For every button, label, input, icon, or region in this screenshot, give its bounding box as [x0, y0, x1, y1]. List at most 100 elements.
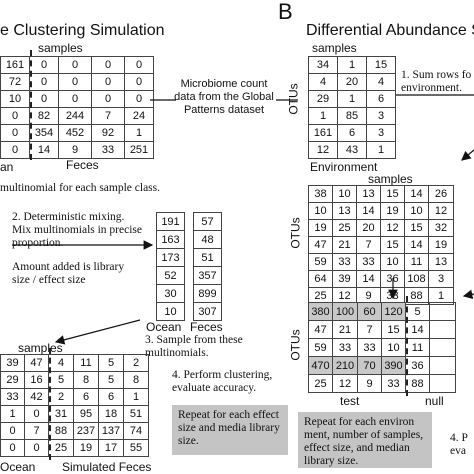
table-cell: 4	[367, 74, 396, 91]
table-cell: 251	[125, 142, 154, 159]
panel-a-samples-label: samples	[38, 41, 83, 55]
table-cell: 0	[1, 423, 25, 440]
sim-divider	[49, 348, 51, 460]
table-cell: 5	[49, 372, 74, 389]
table-cell: 14	[357, 271, 381, 288]
table-cell: 29	[1, 372, 25, 389]
table-cell: 59	[309, 339, 333, 357]
table-cell: 1	[338, 91, 367, 108]
table-cell: 24	[125, 108, 154, 125]
table-cell: 19	[309, 220, 333, 237]
table-cell: 0	[25, 440, 49, 457]
table-cell: 0	[92, 74, 125, 91]
table-cell: 55	[124, 440, 149, 457]
feces-label: Feces	[66, 158, 99, 172]
table-cell: 14	[406, 321, 430, 339]
table-cell: 0	[92, 91, 125, 108]
table-cell: 12	[381, 220, 405, 237]
table-cell	[430, 375, 456, 393]
table-cell: 59	[309, 254, 333, 271]
table-cell: 19	[429, 237, 454, 254]
table-cell: 14	[405, 237, 429, 254]
column-cell: 10	[157, 303, 185, 321]
null-label: null	[425, 394, 444, 408]
table-cell: 0	[125, 74, 154, 91]
table-cell: 39	[333, 271, 357, 288]
table-cell: 470	[309, 357, 333, 375]
table-cell: 92	[92, 125, 125, 142]
table-cell: 25	[333, 220, 357, 237]
column-cell: 899	[194, 285, 222, 303]
table-cell: 12	[333, 375, 358, 393]
test-null-divider	[406, 296, 408, 396]
arrow-right-in-top	[461, 149, 474, 161]
table-cell: 10	[382, 339, 406, 357]
table-cell: 2	[49, 389, 74, 406]
table-cell: 42	[25, 389, 49, 406]
panel-a-repeat-box: Repeat for each effect size and media li…	[172, 405, 288, 455]
table-cell: 3	[367, 125, 396, 142]
table-cell: 237	[74, 423, 99, 440]
table-cell: 0	[1, 125, 30, 142]
table-cell: 108	[405, 271, 429, 288]
panel-a-title: e Clustering Simulation	[0, 22, 165, 39]
amount-note: Amount added is library size / effect si…	[12, 261, 125, 286]
table-cell: 15	[381, 237, 405, 254]
table-cell: 8	[124, 372, 149, 389]
table-cell: 6	[367, 91, 396, 108]
table-cell: 0	[1, 142, 30, 159]
table-cell: 380	[309, 303, 333, 321]
column-cell: 173	[157, 249, 185, 267]
table-cell: 7	[358, 321, 382, 339]
column-cell: 51	[194, 249, 222, 267]
table-cell: 0	[30, 74, 59, 91]
table-cell: 12	[429, 203, 454, 220]
table-cell: 0	[1, 108, 30, 125]
table-cell: 2	[124, 355, 149, 372]
column-cell: 163	[157, 231, 185, 249]
table-cell: 1	[309, 108, 338, 125]
table-cell: 1	[367, 142, 396, 159]
table-cell: 210	[333, 357, 358, 375]
table-cell: 60	[358, 303, 382, 321]
table-cell: 15	[382, 321, 406, 339]
table-cell: 0	[25, 406, 49, 423]
table-cell: 34	[309, 57, 338, 74]
table-cell: 1	[338, 57, 367, 74]
table-cell: 6	[99, 389, 124, 406]
table-cell: 17	[99, 440, 124, 457]
table-cell: 137	[99, 423, 124, 440]
table-cell: 244	[59, 108, 92, 125]
panel-b-samples-2-label: samples	[368, 172, 413, 186]
table-cell: 13	[429, 254, 454, 271]
table-cell: 5	[99, 372, 124, 389]
table-cell: 0	[59, 91, 92, 108]
table-cell	[430, 303, 456, 321]
table-cell: 39	[1, 355, 25, 372]
table-cell: 3	[429, 271, 454, 288]
table-cell: 7	[92, 108, 125, 125]
table-cell: 14	[30, 142, 59, 159]
table-cell: 0	[92, 57, 125, 74]
ocean-label-cut: an	[0, 160, 14, 174]
arrow-right-in-bottom	[462, 289, 474, 300]
table-cell: 5	[99, 355, 124, 372]
step-3-text: 3. Sample from these multinomials.	[145, 334, 243, 359]
table-cell: 64	[309, 271, 333, 288]
table-cell: 161	[309, 125, 338, 142]
table-cell	[430, 321, 456, 339]
table-cell: 120	[382, 303, 406, 321]
table-cell: 70	[358, 357, 382, 375]
table-cell: 5	[406, 303, 430, 321]
table-cell: 0	[125, 57, 154, 74]
table-cell	[430, 339, 456, 357]
table-cell: 25	[49, 440, 74, 457]
panel-b-samples-label: samples	[312, 41, 357, 55]
table-cell: 452	[59, 125, 92, 142]
column-cell: 357	[194, 267, 222, 285]
table-cell: 13	[333, 203, 357, 220]
table-cell: 12	[309, 142, 338, 159]
table-cell: 14	[405, 186, 429, 203]
